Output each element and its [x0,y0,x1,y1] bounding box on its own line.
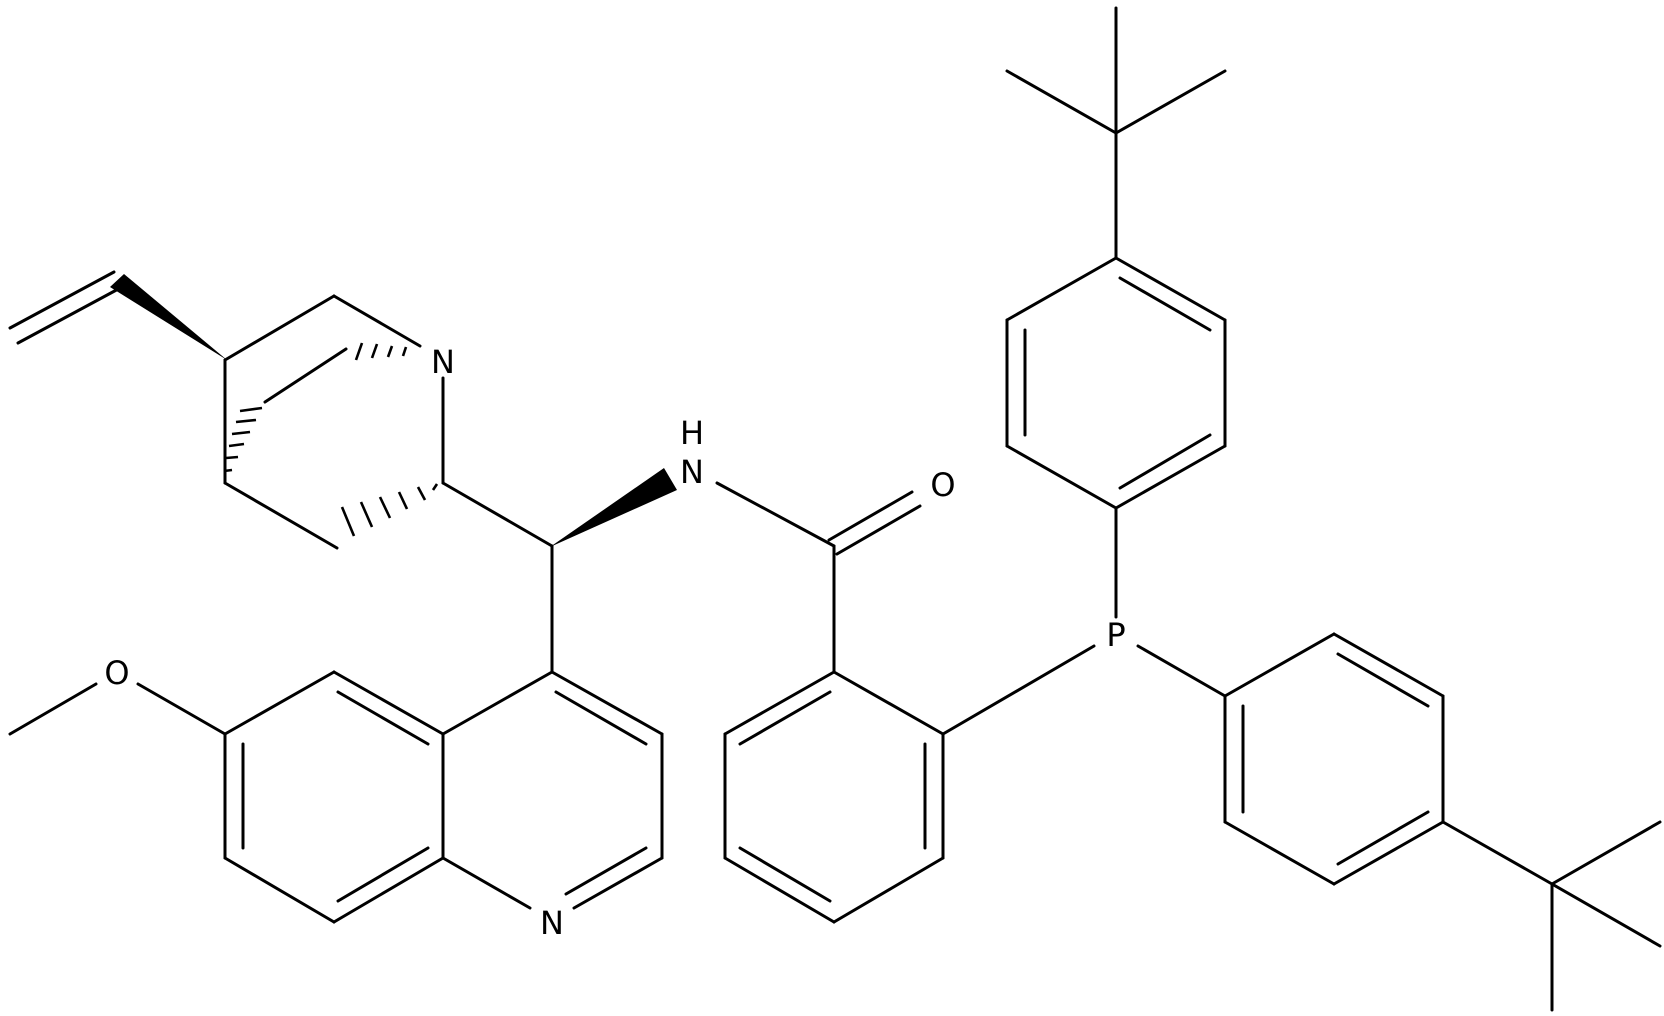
bond [223,856,336,924]
bond [1550,820,1662,886]
bond [1118,276,1212,332]
bond [832,670,945,736]
bond [715,481,836,548]
bond [336,846,430,903]
bond [1336,810,1430,866]
bond [441,856,532,910]
bond [1005,444,1118,510]
benzamide-ring-group [723,644,1096,924]
bond [827,490,914,542]
wedge-bond [550,468,677,547]
bond [941,644,1096,736]
bond [1114,69,1227,135]
atom-label-methoxy-o: O [104,654,129,692]
hash-bond-c4-bridge [223,406,263,473]
bond [723,670,836,736]
bond [1114,444,1227,510]
bond [332,670,445,736]
bond [336,690,430,746]
atom-label-amide-n: N [680,453,704,491]
bond [223,294,336,362]
bond [441,481,554,548]
atom-label-phosphorus: P [1106,616,1125,654]
quinoline-group [8,670,664,924]
bond [332,294,422,348]
upper-aryl-group [1005,6,1227,619]
atom-label-carbonyl-o: O [930,466,955,504]
bond [832,856,945,924]
hash-bond-c2-bridge [340,483,439,537]
bond [8,682,98,736]
bond [16,285,124,345]
bond [1550,882,1662,948]
bond [738,846,832,903]
bond [1336,652,1430,708]
atom-labels: N H N O O N P [104,343,1125,942]
bond [1114,256,1227,322]
bond [554,690,648,746]
bond [1118,433,1212,490]
bond [738,690,832,746]
bond [136,682,227,736]
bond [1332,820,1445,886]
bond [223,670,336,736]
bond [1005,69,1118,135]
bond [263,347,348,404]
atom-label-amide-h: H [680,414,704,452]
bond [441,670,554,736]
bond [572,856,664,910]
bond [1441,820,1554,886]
bond [223,481,339,550]
bond [1223,632,1336,698]
quinuclidine-group [8,270,554,550]
atom-label-quinoline-n: N [540,904,564,942]
bond [1005,256,1118,322]
amide-linker-group [550,468,922,674]
atom-label-quinuclidine-n: N [431,343,455,381]
bond [1136,644,1227,698]
lower-aryl-group [1136,632,1662,1012]
bond [550,670,664,736]
bond [564,846,648,896]
wedge-bond [110,274,227,360]
bond [1223,820,1336,886]
bond [8,270,116,330]
hash-bond-n-bridge [354,342,408,361]
bond [1332,632,1445,698]
bond [332,856,445,924]
bond [835,504,922,556]
bond [723,856,836,924]
